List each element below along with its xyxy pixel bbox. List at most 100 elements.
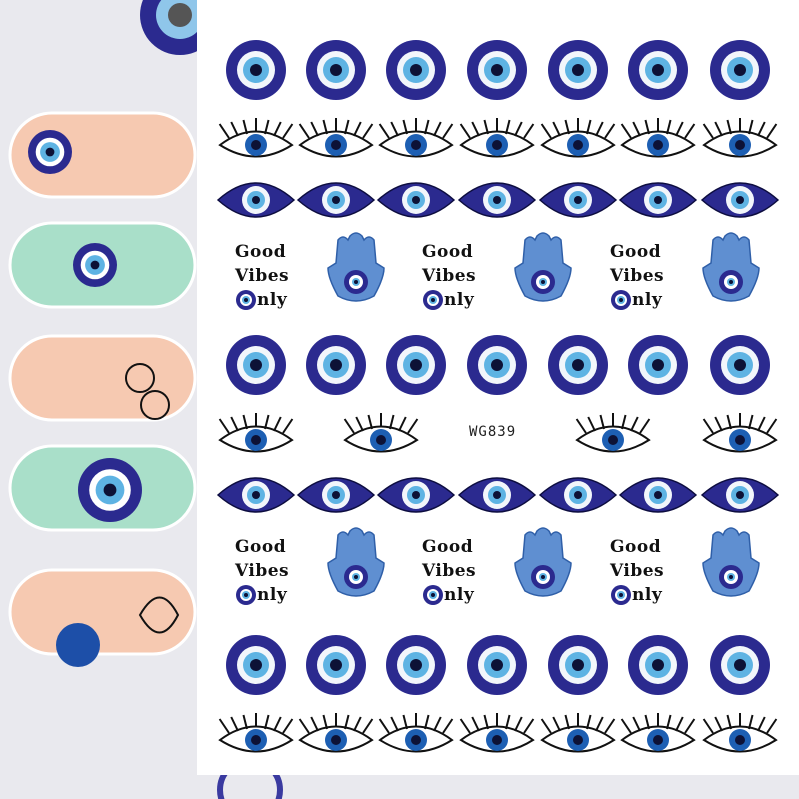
- nail-eye-outline-icon: [138, 596, 180, 634]
- pupil: [608, 435, 618, 445]
- eyelash: [514, 716, 523, 732]
- phrase-line-2: Vibes: [235, 561, 290, 581]
- evil-eye-o-icon: [611, 585, 631, 605]
- lashed-eye-sticker: [378, 713, 454, 753]
- eyelash: [684, 718, 696, 734]
- eyelash: [726, 714, 732, 730]
- good-vibes-only-sticker: Good Vibes nly: [610, 240, 664, 312]
- pupil: [653, 140, 663, 150]
- round-evil-eye-sticker: [467, 335, 527, 395]
- eyelash: [442, 123, 454, 139]
- phrase-line-2: Vibes: [610, 266, 665, 286]
- eyelash: [575, 418, 587, 434]
- evil-eye-o-icon: [423, 290, 443, 310]
- eyelash: [586, 119, 592, 135]
- eyelash: [344, 119, 350, 135]
- eyelash: [757, 716, 766, 732]
- pupil: [736, 491, 744, 499]
- lashed-eye-sticker: [218, 713, 294, 753]
- pupil: [574, 491, 582, 499]
- eyelash: [310, 121, 319, 137]
- pupil: [492, 140, 502, 150]
- eyelash: [702, 718, 714, 734]
- pupil: [331, 735, 341, 745]
- almond-evil-eye-sticker: [700, 182, 780, 218]
- hamsa-hand-sticker: [514, 232, 572, 302]
- lashed-eye-sticker: [459, 713, 535, 753]
- eyelash: [298, 718, 310, 734]
- pupil: [652, 359, 664, 371]
- eyelash: [344, 714, 350, 730]
- eyelash: [242, 414, 248, 430]
- eyelash: [282, 418, 294, 434]
- hamsa-hand-sticker: [514, 527, 572, 597]
- pupil: [729, 280, 733, 284]
- lashed-eye-sticker: [702, 713, 778, 753]
- nail-eye-icon: [90, 260, 100, 270]
- eyelash: [748, 714, 754, 730]
- eyelash: [505, 119, 511, 135]
- pupil: [491, 64, 503, 76]
- pupil: [654, 196, 662, 204]
- lashed-eye-sticker: [298, 713, 374, 753]
- eyelash: [264, 714, 270, 730]
- pupil: [332, 491, 340, 499]
- round-evil-eye-sticker: [710, 335, 770, 395]
- eyelash: [398, 416, 407, 432]
- eyelash: [402, 119, 408, 135]
- eyelash: [766, 418, 778, 434]
- eyelash: [630, 416, 639, 432]
- eyelash: [714, 416, 723, 432]
- hand-shape: [702, 527, 760, 597]
- eyelash: [714, 121, 723, 137]
- phrase-line-1: Good: [422, 537, 474, 557]
- eyelash: [564, 119, 570, 135]
- eyelash: [298, 123, 310, 139]
- lashed-eye-sticker: [343, 413, 419, 453]
- nail-eye-icon: [45, 147, 55, 157]
- eyelash: [402, 714, 408, 730]
- eyelash: [442, 718, 454, 734]
- eyelash: [666, 119, 672, 135]
- eyelash: [433, 121, 442, 137]
- eyelash: [282, 123, 294, 139]
- eyelash: [552, 121, 561, 137]
- sticker-artwork: [216, 40, 780, 753]
- phrase-line-3: nly: [632, 290, 663, 310]
- hamsa-hand-sticker: [327, 232, 385, 302]
- eyelash: [230, 416, 239, 432]
- eyelash: [675, 121, 684, 137]
- eyelash: [514, 121, 523, 137]
- pupil: [652, 659, 664, 671]
- eyelash: [639, 418, 651, 434]
- eyelash: [273, 416, 282, 432]
- pupil: [729, 575, 733, 579]
- eyelash: [218, 718, 230, 734]
- eyelash: [264, 414, 270, 430]
- hamsa-hand-sticker: [702, 232, 760, 302]
- eyelash: [322, 119, 328, 135]
- lashed-eye-sticker: [702, 413, 778, 453]
- eyelash: [367, 414, 373, 430]
- eyelash: [599, 414, 605, 430]
- eyelash: [675, 716, 684, 732]
- almond-evil-eye-sticker: [216, 477, 296, 513]
- evil-eye-o-icon: [423, 585, 443, 605]
- eyelash: [666, 714, 672, 730]
- good-vibes-only-sticker: Good Vibes nly: [235, 240, 289, 312]
- pupil: [735, 435, 745, 445]
- sheet-code: WG839: [469, 424, 517, 440]
- almond-evil-eye-sticker: [457, 182, 537, 218]
- nail-eye-outline-icon: [140, 390, 170, 420]
- pupil: [411, 735, 421, 745]
- eyelash: [702, 418, 714, 434]
- pupil: [492, 735, 502, 745]
- almond-evil-eye-sticker: [618, 182, 698, 218]
- evil-eye-decoration: [168, 3, 192, 27]
- pupil: [573, 735, 583, 745]
- pupil: [411, 140, 421, 150]
- pupil: [252, 491, 260, 499]
- pupil: [354, 280, 358, 284]
- pupil: [412, 491, 420, 499]
